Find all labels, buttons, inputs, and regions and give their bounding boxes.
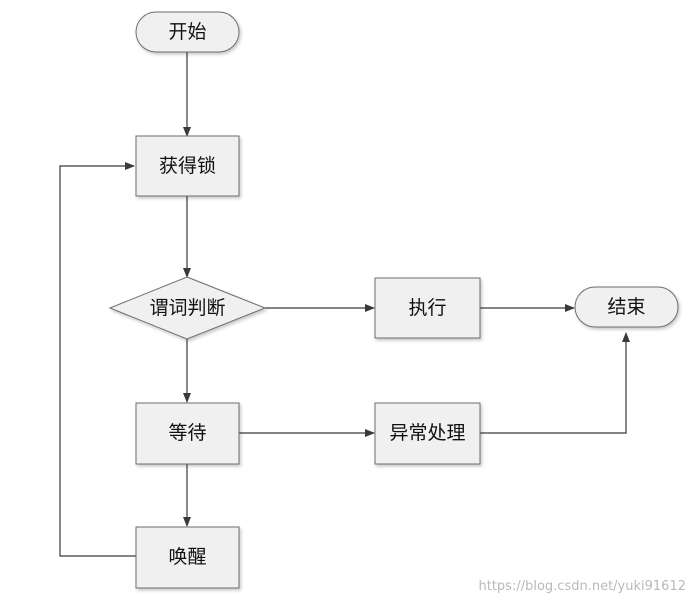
node-start: 开始 bbox=[135, 11, 240, 53]
node-acquire-lock-label: 获得锁 bbox=[159, 155, 216, 177]
edges bbox=[59, 52, 630, 557]
edge-wake-up-to-acquire-lock bbox=[59, 162, 136, 557]
node-end-label: 结束 bbox=[607, 296, 645, 318]
watermark-text: https://blog.csdn.net/yuki91612 bbox=[479, 579, 687, 594]
node-wait-label: 等待 bbox=[168, 422, 206, 444]
node-start-label: 开始 bbox=[168, 21, 206, 43]
node-acquire-lock: 获得锁 bbox=[135, 135, 240, 197]
node-end: 结束 bbox=[574, 286, 679, 328]
node-condition-check-label: 谓词判断 bbox=[149, 297, 225, 319]
node-exception-handling-label: 异常处理 bbox=[389, 422, 465, 444]
node-wake-up: 唤醒 bbox=[135, 526, 240, 589]
edge-exception-handling-to-end bbox=[480, 332, 630, 434]
node-wake-up-label: 唤醒 bbox=[168, 546, 206, 568]
node-execute-label: 执行 bbox=[408, 297, 446, 319]
node-condition-check: 谓词判断 bbox=[108, 276, 267, 340]
node-wait: 等待 bbox=[135, 402, 240, 465]
node-execute: 执行 bbox=[374, 277, 481, 339]
node-exception-handling: 异常处理 bbox=[374, 402, 481, 465]
